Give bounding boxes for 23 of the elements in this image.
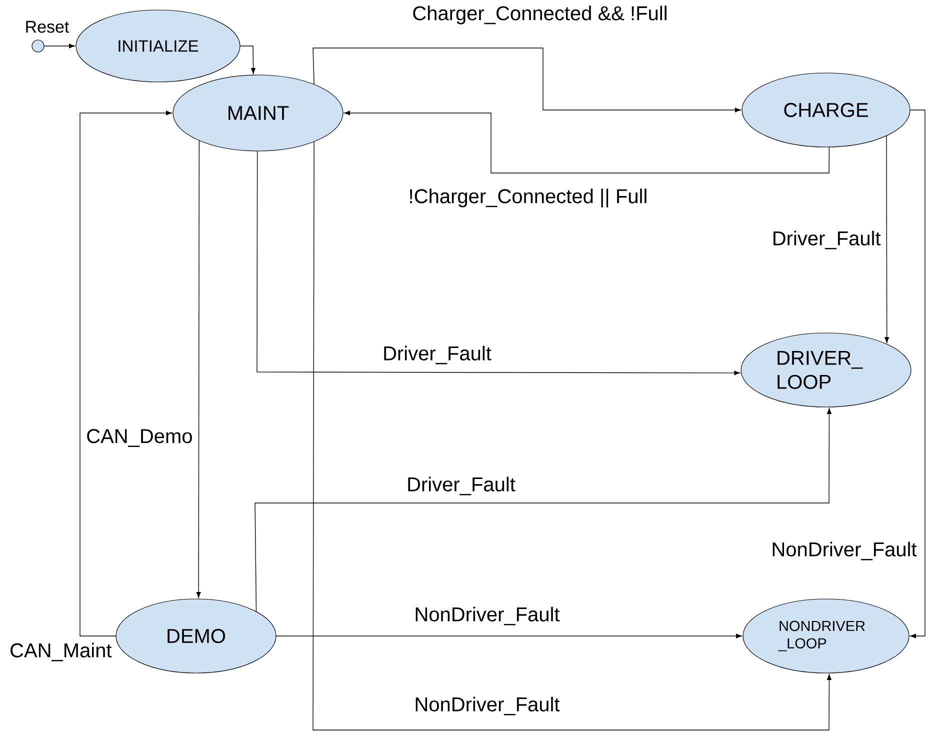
arrow xyxy=(254,408,832,612)
arrow xyxy=(44,44,75,48)
state-label: Reset xyxy=(26,20,70,33)
edge-label: !Charger_Connected || Full xyxy=(407,188,649,208)
arrow xyxy=(240,46,256,74)
arrow xyxy=(312,48,741,112)
edge-label: NonDriver_Fault xyxy=(413,606,561,626)
edge-label: Driver_Fault xyxy=(382,344,492,366)
edge-label: Driver_Fault xyxy=(770,230,882,250)
edge-label: Charger_Connected && !Full xyxy=(411,4,669,26)
arrow xyxy=(80,110,172,636)
arrow xyxy=(884,135,890,344)
arrow xyxy=(910,110,926,638)
edge-label: CAN_Maint xyxy=(8,642,113,662)
edge-label: NonDriver_Fault xyxy=(413,696,561,716)
arrow xyxy=(312,141,832,730)
arrow xyxy=(196,140,201,598)
edge-label: CAN_Demo xyxy=(85,428,194,448)
edge-label: NonDriver_Fault xyxy=(770,540,918,562)
edge-label: Driver_Fault xyxy=(406,476,516,496)
arrow xyxy=(344,110,830,174)
arrow xyxy=(256,150,740,376)
arrow xyxy=(276,634,742,638)
